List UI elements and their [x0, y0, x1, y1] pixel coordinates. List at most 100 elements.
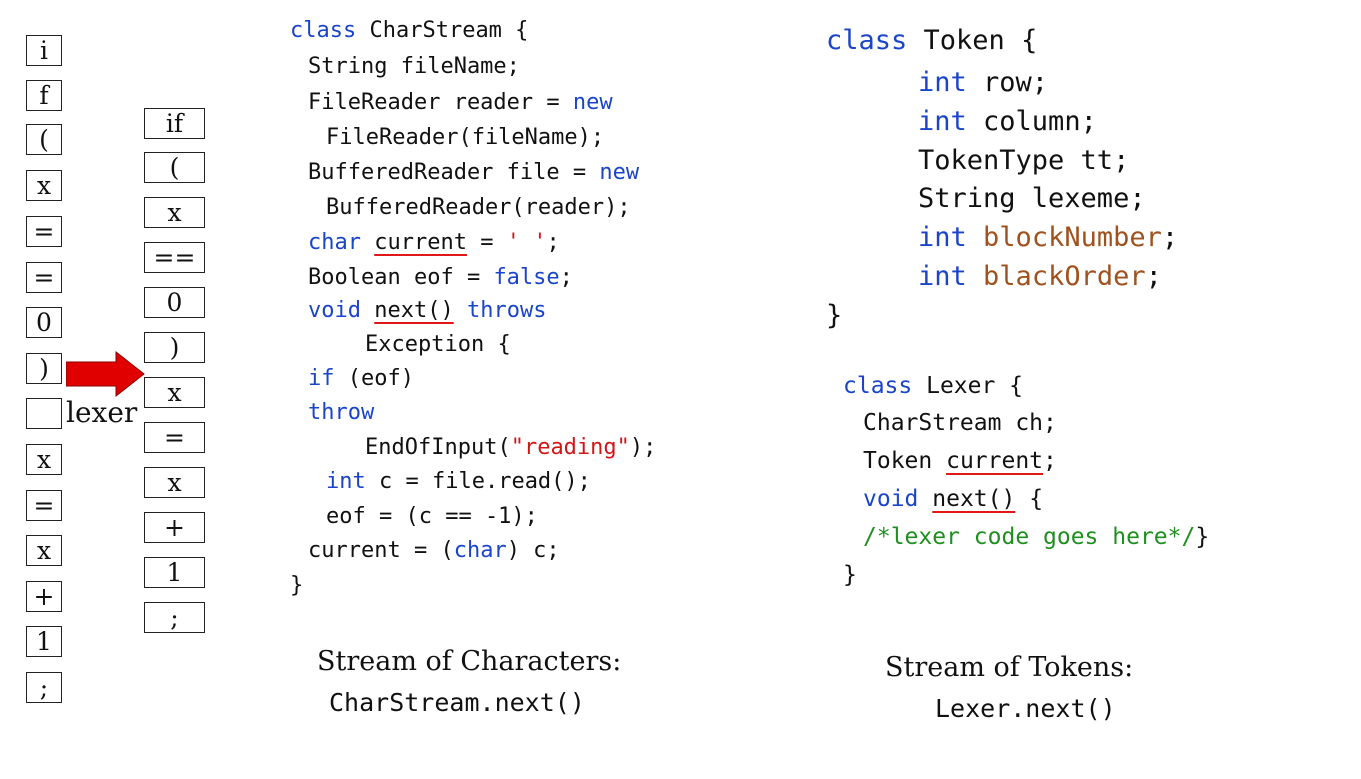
code-text: FileReader reader =: [308, 90, 573, 115]
code-text: column;: [966, 106, 1097, 137]
token-cell: x: [144, 197, 205, 228]
token-cell: =: [144, 422, 205, 453]
token-cell: if: [144, 108, 205, 139]
token-class-code-block: class Token { int row; int column; Token…: [826, 25, 1246, 345]
char-cell: ): [26, 353, 62, 384]
code-text: );: [629, 435, 657, 460]
caption-tokens-method: Lexer.next(): [935, 694, 1116, 723]
token-cell: ): [144, 332, 205, 363]
char-cell: f: [26, 80, 62, 111]
lexer-arrow-icon: [66, 350, 145, 398]
keyword: void: [863, 486, 919, 512]
keyword: int: [918, 261, 967, 292]
char-cell: x: [26, 535, 62, 566]
code-text: c = file.read();: [365, 469, 591, 494]
caption-characters: Stream of Characters: CharStream.next(): [305, 638, 693, 740]
code-space: [361, 298, 374, 323]
code-text: Exception {: [365, 332, 511, 357]
char-cell: 1: [26, 626, 62, 657]
code-space: [967, 261, 983, 292]
string-literal: ' ': [506, 230, 547, 255]
lexer-label: lexer: [66, 396, 138, 429]
field-name: blockNumber: [983, 222, 1162, 253]
field-name: blackOrder: [983, 261, 1146, 292]
code-text: String fileName;: [308, 54, 520, 79]
code-text: current = (: [308, 538, 454, 563]
code-text: Token {: [907, 25, 1038, 56]
char-cell: =: [26, 490, 62, 521]
keyword: int: [326, 469, 366, 494]
code-text: ;: [1145, 261, 1162, 292]
keyword: throw: [308, 400, 375, 425]
lexer-class-panel: class Lexer { CharStream ch; Token curre…: [801, 355, 1361, 597]
string-literal: "reading": [510, 435, 630, 460]
current-field-underlined: current: [374, 230, 467, 255]
code-comment: /*lexer code goes here*/: [863, 524, 1196, 550]
keyword: void: [308, 298, 361, 323]
code-text: row;: [966, 67, 1049, 98]
code-text: (eof): [334, 366, 414, 391]
code-text: CharStream {: [356, 18, 529, 43]
code-text: CharStream ch;: [863, 410, 1057, 436]
token-cell: x: [144, 377, 205, 408]
token-cell: ==: [144, 242, 205, 273]
keyword: class: [826, 25, 908, 56]
caption-characters-method: CharStream.next(): [329, 688, 585, 717]
char-cell: =: [26, 262, 62, 293]
current-field-underlined: current: [946, 448, 1044, 474]
code-text: String lexeme;: [918, 183, 1146, 214]
code-space: [967, 222, 983, 253]
char-cell-space: [26, 398, 62, 429]
caption-characters-title: Stream of Characters:: [317, 646, 622, 677]
char-cell: =: [26, 216, 62, 247]
keyword: int: [918, 67, 967, 98]
code-text: Token: [863, 448, 947, 474]
keyword: char: [308, 230, 361, 255]
char-cell: (: [26, 124, 62, 155]
keyword: char: [453, 538, 507, 563]
keyword: int: [918, 222, 967, 253]
keyword: class: [290, 18, 357, 43]
next-method-underlined: next(): [932, 486, 1016, 512]
token-cell: ;: [144, 602, 205, 633]
keyword: false: [493, 265, 560, 290]
char-cell: +: [26, 581, 62, 612]
code-text: }: [826, 300, 843, 331]
code-text: }: [843, 562, 857, 588]
code-text: ;: [1161, 222, 1179, 253]
char-cell: i: [26, 35, 62, 66]
keyword: new: [572, 90, 613, 115]
token-cell: x: [144, 467, 205, 498]
caption-tokens-title: Stream of Tokens:: [885, 652, 1134, 683]
char-cell: x: [26, 444, 62, 475]
code-text: ) c;: [506, 538, 560, 563]
code-text: ;: [1043, 448, 1057, 474]
code-text: FileReader(fileName);: [326, 125, 605, 150]
keyword: int: [918, 106, 967, 137]
code-space: [361, 230, 374, 255]
token-cell: (: [144, 152, 205, 183]
token-cell: 1: [144, 557, 205, 588]
char-cell: x: [26, 170, 62, 201]
char-cell: 0: [26, 307, 62, 338]
code-text: BufferedReader file =: [308, 160, 600, 185]
code-space: [918, 486, 932, 512]
code-text: ;: [559, 265, 573, 290]
char-cell: ;: [26, 672, 62, 703]
keyword: if: [308, 366, 335, 391]
token-cell: +: [144, 512, 205, 543]
token-cell: 0: [144, 287, 205, 318]
code-text: Boolean eof =: [308, 265, 494, 290]
code-text: ;: [546, 230, 560, 255]
keyword: new: [599, 160, 640, 185]
lexer-class-code-block: class Lexer { CharStream ch; Token curre…: [843, 373, 1353, 593]
keyword: class: [843, 373, 913, 399]
code-space: [454, 298, 467, 323]
code-text: TokenType tt;: [918, 145, 1130, 176]
code-text: Lexer {: [912, 373, 1024, 399]
code-text: }: [1195, 524, 1210, 550]
code-text: eof = (c == -1);: [326, 504, 538, 529]
code-text: BufferedReader(reader);: [326, 195, 631, 220]
code-text: }: [290, 573, 304, 598]
keyword: throws: [466, 298, 547, 323]
